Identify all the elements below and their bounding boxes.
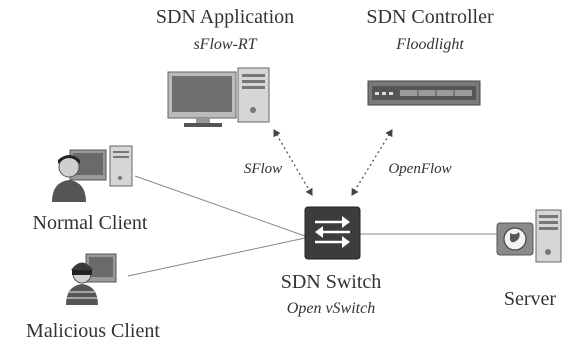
globe-server-icon (496, 209, 562, 263)
app-subtitle: sFlow-RT (193, 36, 257, 53)
switch-title: SDN Switch (280, 271, 382, 293)
link-normal-client-switch (134, 175, 306, 237)
switch-subtitle: Open vSwitch (286, 300, 376, 317)
controller-title: SDN Controller (366, 6, 494, 28)
user-computer-icon (52, 145, 133, 202)
hacker-computer-icon (66, 253, 117, 305)
openflow-label: OpenFlow (388, 161, 452, 177)
normal-client-label: Normal Client (32, 212, 148, 234)
switch-icon (304, 206, 361, 260)
link-malicious-client-switch (127, 237, 306, 277)
controller-subtitle: Floodlight (396, 36, 464, 53)
sflow-label: SFlow (243, 161, 283, 177)
network-appliance-icon (367, 80, 481, 106)
app-title: SDN Application (155, 6, 295, 28)
server-label: Server (503, 288, 557, 310)
computer-workstation-icon (167, 67, 270, 127)
malicious-client-label: Malicious Client (26, 320, 160, 342)
